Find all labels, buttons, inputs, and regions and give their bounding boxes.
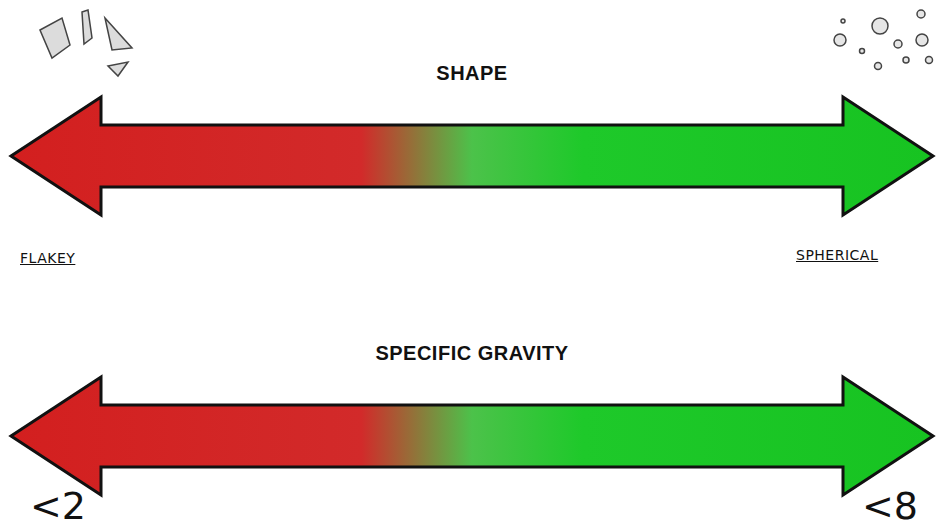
- scale-value: <8: [862, 484, 918, 528]
- arrow-shape: [11, 97, 933, 215]
- double-arrow: [8, 374, 936, 498]
- scale-end-label: FLAKEY: [20, 250, 75, 266]
- flake-pieces: [40, 10, 132, 76]
- sphere-pieces: [834, 10, 933, 70]
- scale-value: <2: [30, 484, 86, 528]
- double-arrow: [8, 94, 936, 218]
- scale-arrow: SHAPE: [8, 62, 936, 218]
- scale-arrow: SPECIFIC GRAVITY: [8, 342, 936, 498]
- scale-title: SPECIFIC GRAVITY: [8, 342, 936, 365]
- scale-title: SHAPE: [8, 62, 936, 85]
- scale-end-label: SPHERICAL: [796, 247, 878, 263]
- arrow-shape: [11, 377, 933, 495]
